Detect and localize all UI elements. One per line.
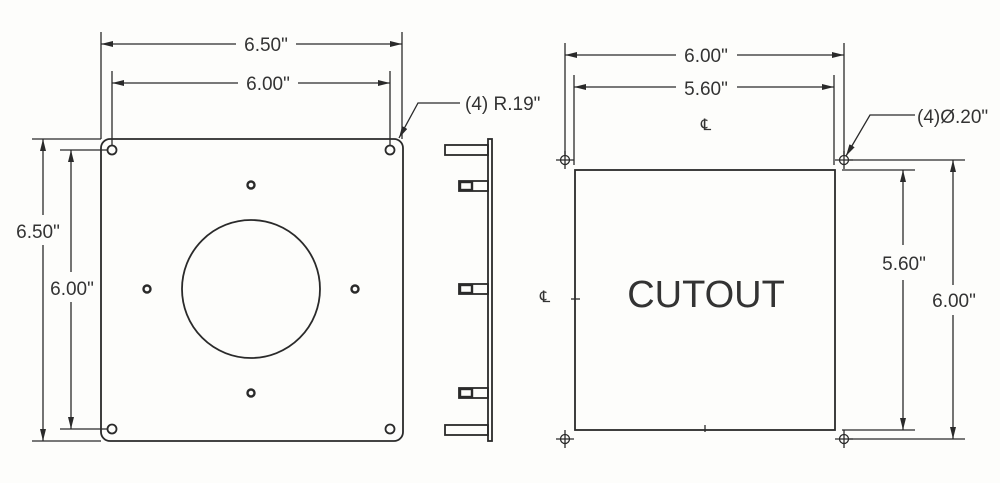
cutout-label: CUTOUT (627, 274, 785, 316)
plate-side-view (444, 138, 493, 442)
cutout-height-inner-label: 5.60" (882, 254, 926, 275)
corner-hole-bl (106, 423, 118, 435)
mount-hole-top (246, 180, 256, 190)
cutout-hole-bl (556, 430, 574, 448)
corner-hole-tl (106, 144, 118, 156)
plate-height-inner-label: 6.00" (50, 279, 94, 300)
mount-hole-right (350, 284, 360, 294)
corner-hole-tr (384, 144, 396, 156)
plate-front-view: 6.50" 6.00" 6.50" 6.00" (4) R.19" (16, 32, 540, 442)
mount-hole-bottom (246, 388, 256, 398)
cutout-width-outer-label: 6.00" (684, 46, 728, 67)
side-stud-top (444, 144, 489, 156)
cutout-template-view: CUTOUT ℄ ℄ 6.00" 5.6 (539, 43, 988, 448)
cutout-width-inner-label: 5.60" (684, 79, 728, 100)
cutout-height-outer-label: 6.00" (932, 291, 976, 312)
side-stud-bottom (444, 424, 489, 436)
corner-hole-br (384, 423, 396, 435)
mount-hole-left (142, 284, 152, 294)
plate-width-inner-label: 6.00" (246, 74, 290, 95)
center-opening (181, 219, 321, 359)
centerline-symbol-top: ℄ (700, 117, 712, 134)
plate-outline (100, 138, 404, 442)
plate-height-outer-label: 6.50" (16, 222, 60, 243)
plate-width-outer-label: 6.50" (244, 35, 288, 56)
corner-radius-callout: (4) R.19" (465, 94, 540, 115)
centerline-symbol-left: ℄ (539, 289, 551, 306)
hole-diameter-callout: (4)Ø.20" (917, 107, 988, 128)
